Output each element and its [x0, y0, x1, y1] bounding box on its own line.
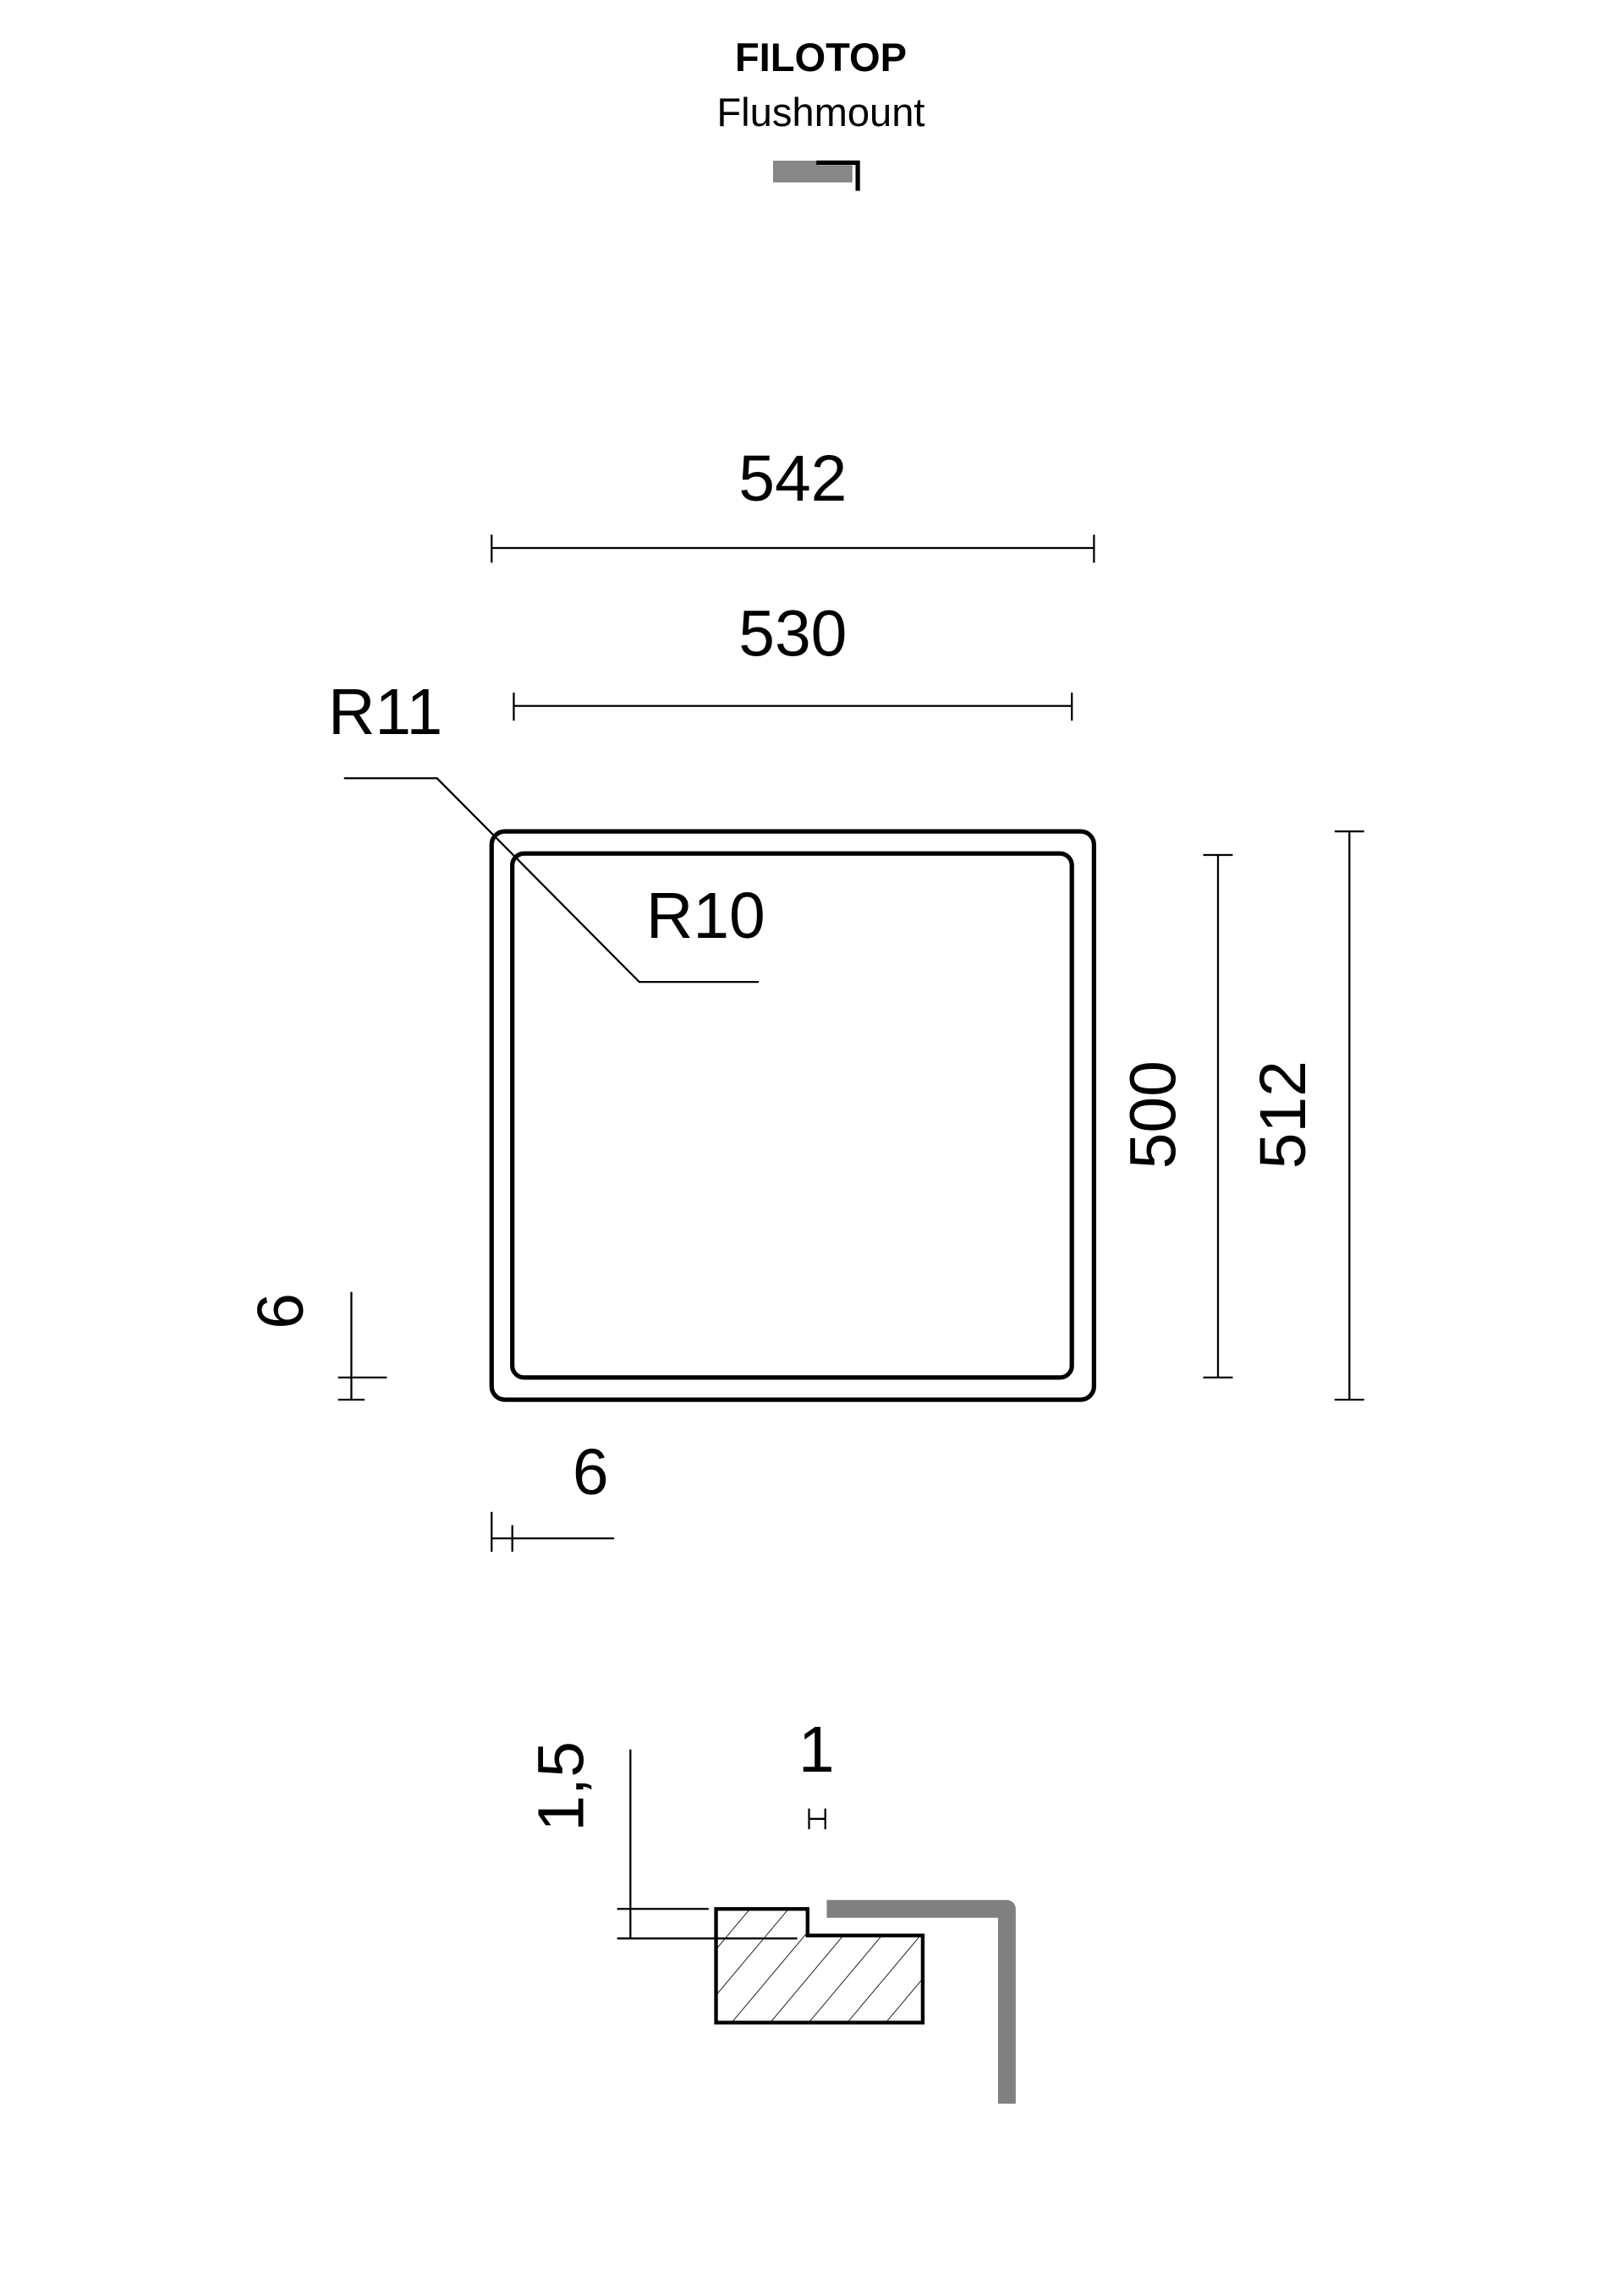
product-subtitle: Flushmount [716, 90, 924, 134]
dimension-line-gap [808, 1808, 826, 1830]
dimension-outer-radius: R11 [328, 676, 442, 748]
dimension-step-height: 1,5 [524, 1741, 597, 1832]
dimension-gap: 1 [798, 1713, 835, 1786]
dimension-inner-width: 530 [738, 597, 847, 670]
dimension-outer-width: 542 [738, 442, 847, 515]
product-title: FILOTOP [735, 35, 907, 79]
dimension-outer-height: 512 [1247, 1060, 1320, 1169]
radius-leader-line [343, 777, 760, 984]
dimension-line-outer-width [491, 534, 1095, 563]
dimension-inner-radius: R10 [646, 879, 765, 952]
dimension-inner-height: 500 [1116, 1060, 1189, 1169]
dimension-line-inner-height [1203, 853, 1233, 1379]
dimension-line-outer-height [1334, 830, 1364, 1401]
sink-inner-outline [510, 851, 1074, 1380]
dimension-rim-bottom: 6 [573, 1436, 609, 1509]
dimension-line-rim-bottom [491, 1511, 615, 1552]
worktop-section-hatched [714, 1907, 925, 2025]
sink-rim-profile [826, 1899, 1016, 2104]
flushmount-profile-icon [773, 160, 860, 191]
sink-outer-outline [489, 829, 1096, 1402]
dimension-line-inner-width [513, 693, 1073, 721]
dimension-rim-side: 6 [244, 1293, 317, 1329]
dimension-line-rim-side [337, 1291, 387, 1401]
